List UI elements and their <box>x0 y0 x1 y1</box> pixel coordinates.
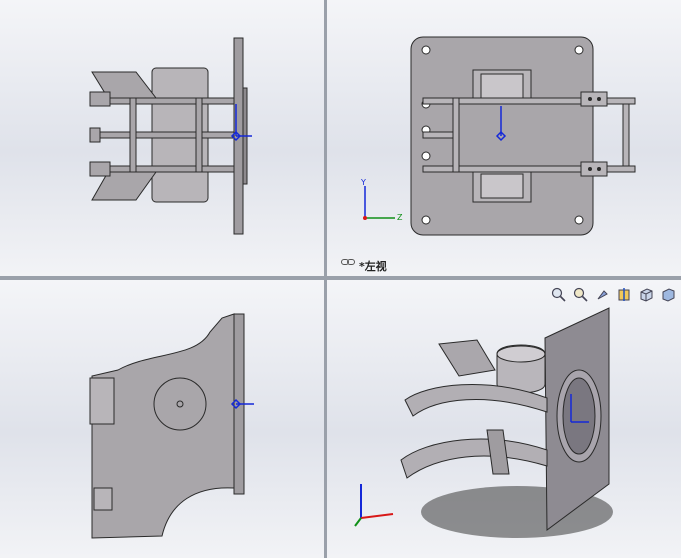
view-orientation-label: *左视 <box>341 258 387 274</box>
orientation-triad-icon <box>363 186 395 220</box>
view-orientation-icon[interactable] <box>638 286 655 303</box>
section-view-icon[interactable] <box>616 286 633 303</box>
viewport-front[interactable] <box>0 280 324 558</box>
triad-y-label: Y <box>361 178 366 187</box>
part-front-view <box>89 313 254 539</box>
viewport-top[interactable] <box>0 0 324 276</box>
triad-z-label: Z <box>397 213 403 222</box>
viewport-left[interactable]: Y Z *左视 <box>327 0 681 276</box>
link-views-icon[interactable] <box>341 259 355 270</box>
heads-up-view-toolbar <box>550 286 677 303</box>
part-left-view <box>410 36 636 236</box>
view-name: *左视 <box>359 260 387 273</box>
part-isometric-view <box>400 307 613 538</box>
part-top-view <box>89 37 252 235</box>
viewport-splitter-horizontal[interactable] <box>0 276 681 280</box>
zoom-to-fit-icon[interactable] <box>550 286 567 303</box>
orientation-triad-icon <box>354 484 394 527</box>
previous-view-icon[interactable] <box>594 286 611 303</box>
zoom-to-area-icon[interactable] <box>572 286 589 303</box>
viewport-isometric[interactable] <box>327 280 681 558</box>
display-style-icon[interactable] <box>660 286 677 303</box>
